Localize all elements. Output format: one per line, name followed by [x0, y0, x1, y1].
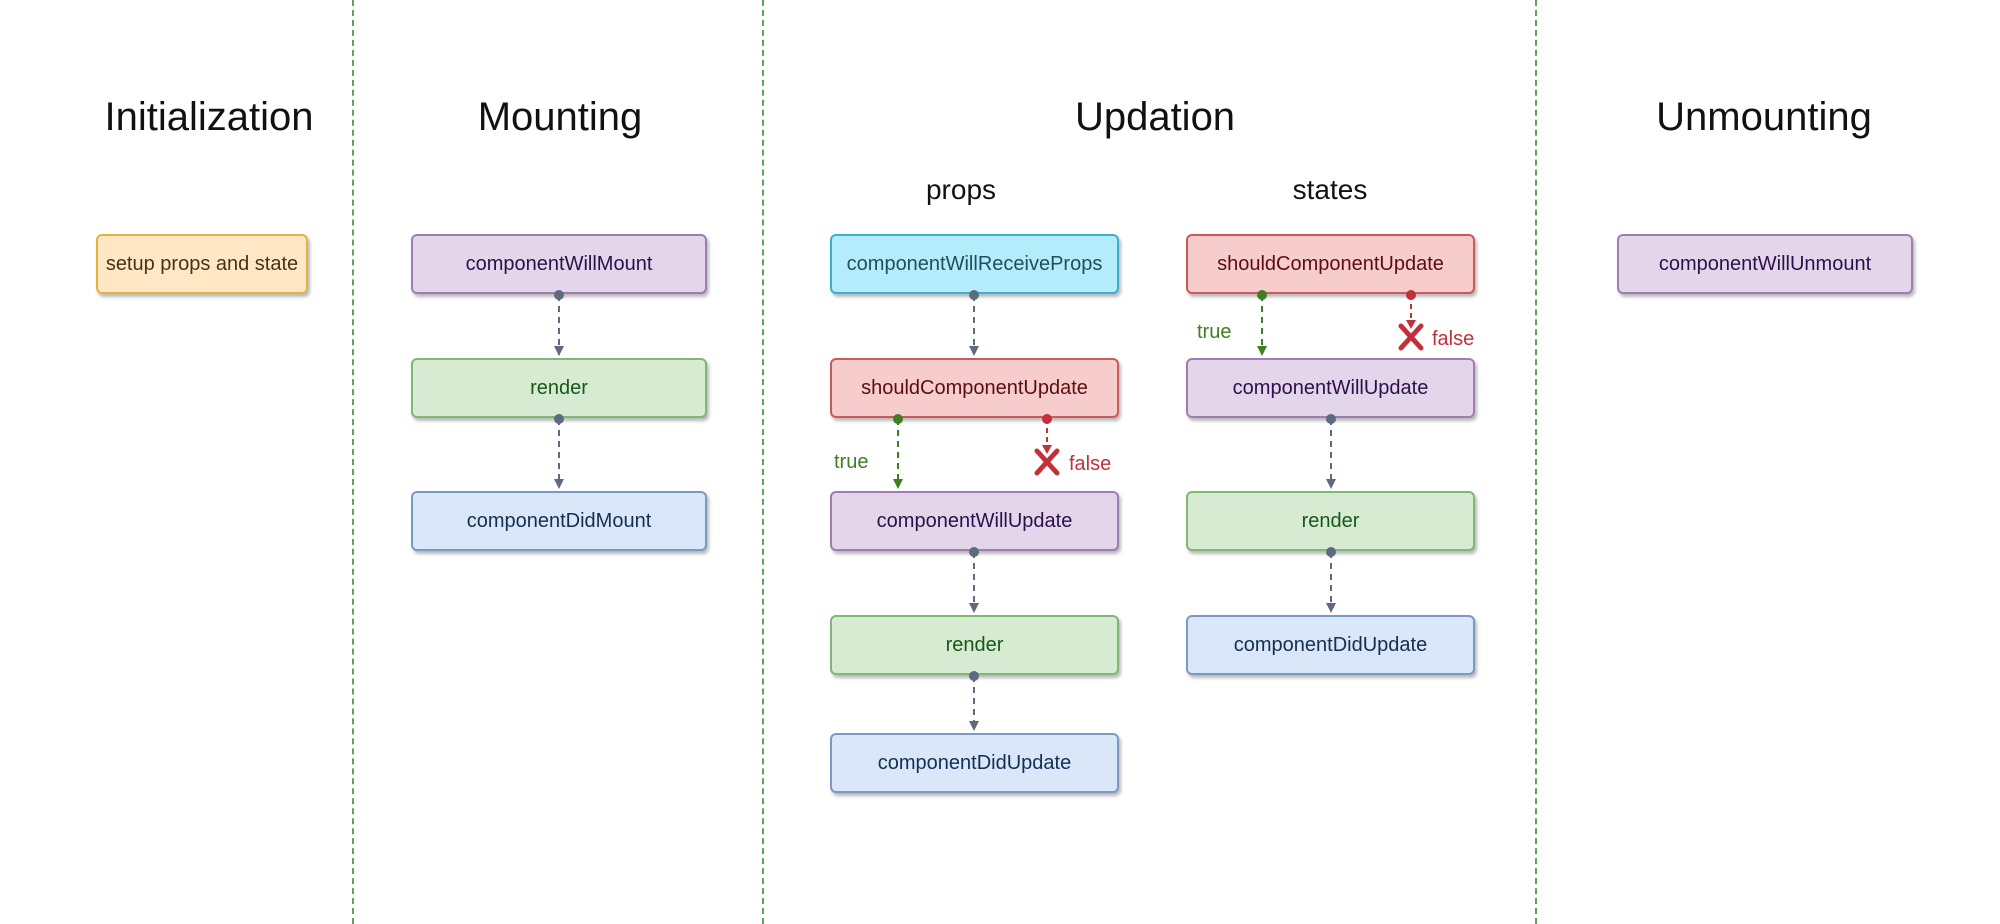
edge-props-true-branch	[893, 414, 903, 489]
node-props-render: render	[830, 615, 1119, 675]
phase-divider-3	[1535, 0, 1537, 924]
phase-title-unmounting: Unmounting	[1656, 95, 1872, 139]
node-component-will-unmount: componentWillUnmount	[1617, 234, 1913, 294]
node-states-component-did-update: componentDidUpdate	[1186, 615, 1475, 675]
label-states-true: true	[1197, 321, 1232, 343]
group-title-props: props	[925, 174, 997, 205]
edge-props-will-update-to-render	[969, 547, 979, 613]
label-props-false: false	[1069, 453, 1112, 475]
node-props-component-will-receive-props: componentWillReceiveProps	[830, 234, 1119, 294]
phase-divider-2	[762, 0, 764, 924]
node-setup-props-and-state: setup props and state	[96, 234, 308, 294]
node-props-component-did-update: componentDidUpdate	[830, 733, 1119, 793]
edge-will-receive-props-to-should-update	[969, 290, 979, 356]
edge-props-render-to-did-update	[969, 671, 979, 731]
node-states-component-will-update: componentWillUpdate	[1186, 358, 1475, 418]
props-false-stop-icon	[1034, 448, 1060, 476]
phase-title-updation: Updation	[1074, 95, 1236, 139]
node-mounting-render: render	[411, 358, 707, 418]
label-states-false: false	[1432, 328, 1475, 350]
group-title-states: states	[1292, 174, 1368, 205]
edge-will-mount-to-render	[554, 290, 564, 356]
phase-title-initialization: Initialization	[104, 95, 314, 139]
node-states-should-component-update: shouldComponentUpdate	[1186, 234, 1475, 294]
edge-props-false-branch	[1042, 414, 1052, 454]
phase-title-mounting: Mounting	[477, 95, 643, 139]
edge-states-true-branch	[1257, 290, 1267, 356]
edge-states-false-branch	[1406, 290, 1416, 329]
label-props-true: true	[834, 451, 869, 473]
node-mounting-component-did-mount: componentDidMount	[411, 491, 707, 551]
node-props-should-component-update: shouldComponentUpdate	[830, 358, 1119, 418]
node-mounting-component-will-mount: componentWillMount	[411, 234, 707, 294]
phase-divider-1	[352, 0, 354, 924]
node-states-render: render	[1186, 491, 1475, 551]
edge-states-will-update-to-render	[1326, 414, 1336, 489]
edge-states-render-to-did-update	[1326, 547, 1336, 613]
node-props-component-will-update: componentWillUpdate	[830, 491, 1119, 551]
edge-render-to-did-mount	[554, 414, 564, 489]
states-false-stop-icon	[1398, 323, 1424, 351]
